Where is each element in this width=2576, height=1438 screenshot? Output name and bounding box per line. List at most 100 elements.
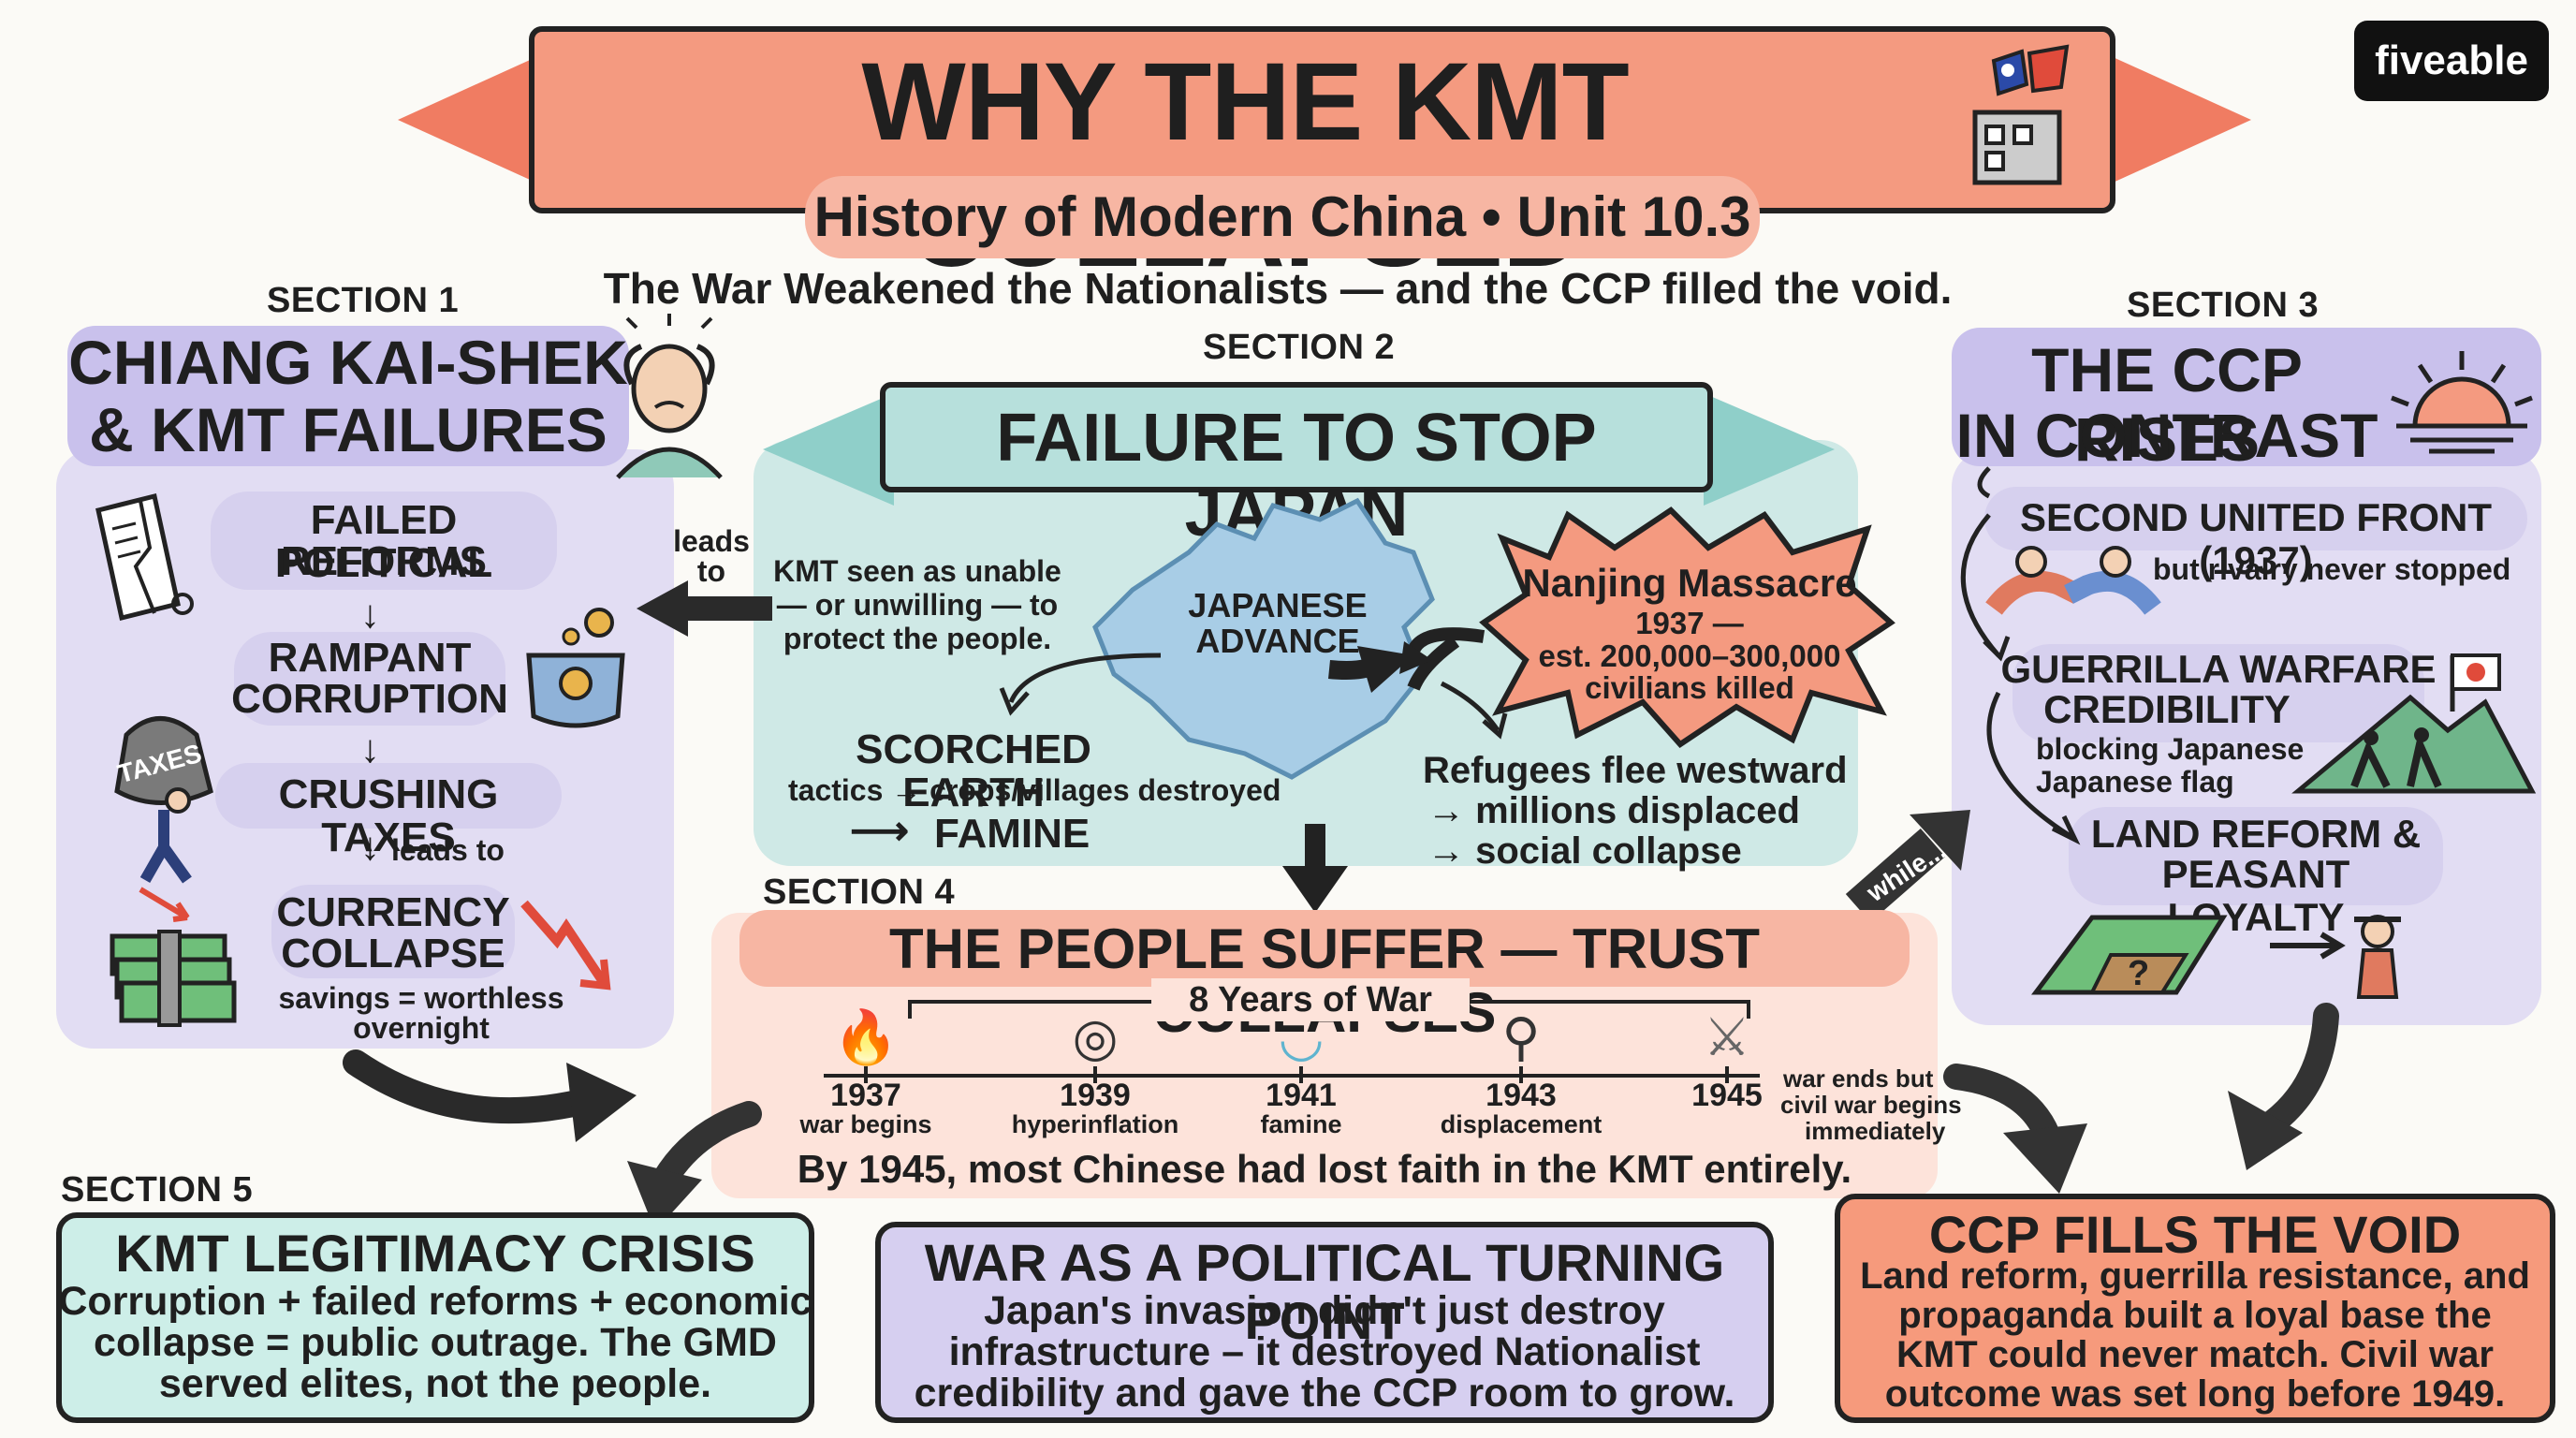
- corruption-line1: RAMPANT: [268, 635, 472, 681]
- savings-line1: savings = worthless: [278, 981, 564, 1015]
- turning-point-heading: WAR AS A POLITICAL TURNING POINT: [924, 1233, 1725, 1350]
- section3-heading-line1: THE CCP RISES: [2031, 335, 2303, 474]
- timeline-tick: [1093, 1066, 1097, 1083]
- corruption-line2: CORRUPTION: [231, 676, 508, 722]
- svg-text:?: ?: [2128, 954, 2149, 993]
- walking-people-icon: ⚲: [1501, 1007, 1541, 1066]
- timeline-caption: hyperinflation: [1011, 1110, 1179, 1138]
- currency-pill: [271, 885, 515, 978]
- section4-to-section5-arrow: [627, 1101, 762, 1231]
- nanjing-burst-shape: [1479, 506, 1895, 748]
- section4-to-ccp-arrow: [1943, 1064, 2087, 1194]
- timeline-tick: [1299, 1066, 1303, 1083]
- timeline-axis: [824, 1074, 1760, 1078]
- famine-arrow: ⟶: [850, 808, 910, 854]
- down-arrow-1: ↓: [360, 592, 380, 636]
- section4-conclusion: By 1945, most Chinese had lost faith in …: [797, 1147, 1852, 1191]
- currency-line2: COLLAPSE: [281, 931, 505, 976]
- section4-heading-box: [739, 910, 1910, 987]
- while-arrow: [1845, 810, 1970, 923]
- land-reform-line2: PEASANT LOYALTY: [2161, 852, 2350, 939]
- rising-sun-icon: [2391, 351, 2533, 454]
- timeline-year: 1941: [1266, 1078, 1337, 1113]
- leads-to-label: leads to: [391, 833, 505, 867]
- failed-reforms-pill: [211, 492, 557, 590]
- timeline-tick: [1725, 1066, 1729, 1083]
- japanese-advance-arrows: [999, 627, 1508, 740]
- nanjing-estimate: est. 200,000–300,000: [1538, 638, 1841, 673]
- section1-label: SECTION 1: [267, 281, 460, 320]
- section3-to-ccp-arrow: [2228, 1003, 2339, 1170]
- brand-logo: fiveable: [2354, 21, 2549, 101]
- leads-to-left-arrow: [637, 580, 772, 637]
- timeline-span-label: 8 Years of War: [1151, 978, 1470, 1021]
- ccp-void-body-line4: outcome was set long before 1949.: [1884, 1373, 2506, 1415]
- section1-heading-line2: & KMT FAILURES: [89, 395, 607, 464]
- corruption-pill: [234, 632, 505, 726]
- section5-heading: KMT LEGITIMACY CRISIS: [115, 1224, 755, 1283]
- section4-label: SECTION 4: [763, 873, 956, 912]
- tagline: The War Weakened the Nationalists — and …: [603, 264, 1953, 313]
- section5-box: [56, 1212, 814, 1423]
- section5-body-line3: served elites, not the people.: [158, 1361, 712, 1406]
- scorched-earth-title: SCORCHED EARTH: [856, 726, 1091, 815]
- section1-to-section5-arrow: [343, 1049, 637, 1142]
- crossed-swords-icon: ⚔: [1703, 1007, 1751, 1066]
- ccp-void-heading: CCP FILLS THE VOID: [1928, 1205, 2462, 1264]
- farmland-to-peasant-icon: ?: [2031, 915, 2401, 999]
- section3-label: SECTION 3: [2127, 286, 2320, 325]
- title-ribbon-right-tail: [2111, 56, 2251, 183]
- section2-ribbon-right: [1704, 393, 1835, 506]
- cash-stack-icon: [110, 887, 237, 1027]
- falling-trend-icon: [520, 900, 611, 990]
- ccp-void-body-line3: KMT could never match. Civil war: [1896, 1334, 2494, 1375]
- end-note-line3: immediately: [1805, 1117, 1946, 1145]
- collapsed-building-flag-icon: [1972, 44, 2070, 185]
- stressed-chiang-icon: [616, 314, 723, 479]
- refugees-line3: → social collapse: [1427, 830, 1742, 872]
- leads-line2: to: [696, 554, 726, 588]
- timeline-tick: [864, 1066, 868, 1083]
- tax-sack-carrier-icon: [114, 716, 213, 884]
- end-note-line2: civil war begins: [1780, 1091, 1962, 1119]
- section2-ribbon-left: [763, 393, 894, 506]
- guerrilla-sub2: Japanese flag: [2036, 765, 2234, 799]
- nanjing-year: 1937 —: [1635, 606, 1744, 640]
- section5-body-line2: collapse = public outrage. The GMD: [94, 1320, 777, 1365]
- currency-line1: CURRENCY: [276, 889, 510, 935]
- refugees-line2: → millions displaced: [1427, 790, 1800, 831]
- money-pocket-icon: [526, 608, 625, 728]
- section2-label: SECTION 2: [1203, 328, 1396, 367]
- famine-label: FAMINE: [934, 811, 1090, 857]
- mountain-flag-icon: [2291, 653, 2537, 794]
- timeline-year: 1945: [1691, 1078, 1763, 1113]
- timeline-year: 1937: [830, 1078, 901, 1113]
- fire-icon: 🔥: [833, 1007, 899, 1066]
- kmt-seen-line2: — or unwilling — to: [776, 588, 1059, 622]
- subtitle: History of Modern China • Unit 10.3: [813, 185, 1751, 248]
- guerrilla-sub1: blocking Japanese: [2036, 732, 2305, 766]
- timeline-year: 1943: [1486, 1078, 1557, 1113]
- title-ribbon-left-tail: [398, 56, 538, 183]
- down-arrow-2: ↓: [360, 726, 380, 770]
- refugees-line1: Refugees flee westward: [1423, 750, 1848, 791]
- united-front-title: SECOND UNITED FRONT (1937): [2020, 495, 2492, 582]
- guerrilla-line2: CREDIBILITY: [2043, 687, 2291, 731]
- section3-heading-line2: IN CONTRAST: [1955, 401, 2378, 470]
- ccp-void-body-line2: propaganda built a loyal base the: [1898, 1295, 2492, 1336]
- crushing-taxes: CRUSHING TAXES: [278, 771, 499, 860]
- down-arrow-3: ↓: [360, 824, 380, 868]
- handshake-icon: [1985, 546, 2161, 615]
- timeline-caption: displacement: [1440, 1110, 1603, 1138]
- timeline-caption: war begins: [799, 1110, 932, 1138]
- united-front-sub: but rivalry never stopped: [2153, 552, 2511, 586]
- torn-document-icon: [95, 492, 194, 622]
- guerrilla-pill: [2012, 644, 2424, 742]
- kmt-seen-line1: KMT seen as unable: [773, 554, 1061, 588]
- subtitle-pill: [805, 176, 1760, 258]
- section2-banner: FAILURE TO STOP JAPAN: [996, 401, 1597, 550]
- taxes-pill: [215, 763, 562, 829]
- guerrilla-line1: GUERRILLA WARFARE: [2000, 647, 2437, 691]
- savings-line2: overnight: [353, 1011, 490, 1045]
- section2-to-section4-arrow: [1282, 824, 1348, 913]
